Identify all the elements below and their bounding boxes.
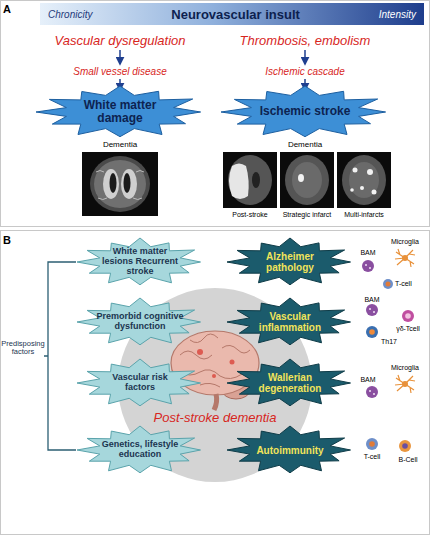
star-shape	[77, 298, 201, 345]
star-shape	[77, 359, 201, 406]
annotation-label: Ischemic cascade	[225, 66, 385, 77]
star-text: Vascular risk factors	[96, 373, 183, 393]
star-content: White matter damage	[62, 85, 178, 139]
annotation-label: A	[3, 3, 17, 15]
outcome-star: Ischemic stroke	[220, 85, 390, 139]
mri-scan	[82, 152, 158, 216]
panel-frame	[1, 231, 430, 535]
star-shape	[36, 86, 201, 137]
star-shape	[77, 426, 201, 473]
band-text: Chronicity	[48, 9, 92, 20]
star-content: Premorbid cognitive dysfunction	[96, 297, 183, 347]
insult-band: Chronicity Neurovascular insult Intensity	[40, 3, 424, 25]
microglia-icon	[395, 249, 415, 267]
mechanism-star: Alzheimer pathology	[226, 237, 354, 287]
th17-icon	[366, 326, 378, 338]
star-content: Wallerian degeneration	[246, 358, 333, 408]
star-content: Genetics, lifestyle education	[96, 425, 183, 475]
star-text: Autoimmunity	[256, 445, 323, 456]
mri-scan	[280, 152, 334, 208]
predisposing-factor: Genetics, lifestyle education	[76, 425, 204, 475]
annotation-label: Small vessel disease	[40, 66, 200, 77]
predisposing-factor: Vascular risk factors	[76, 358, 204, 408]
annotation-label: B	[3, 234, 17, 246]
b-cell-icon	[399, 440, 411, 452]
star-shape	[227, 359, 351, 406]
star-text: White matter lesions Recurrent stroke	[96, 247, 183, 277]
bam-icon	[362, 260, 374, 272]
annotation-label: γδ-Tcell	[386, 325, 430, 333]
annotation-label: BAM	[358, 296, 386, 304]
annotation-label: BAM	[354, 249, 382, 257]
outcome-star: White matter damage	[35, 85, 205, 139]
cell-icons	[362, 249, 415, 452]
annotation-label: Dementia	[80, 141, 160, 150]
predisposing-factor: Premorbid cognitive dysfunction	[76, 297, 204, 347]
star-shape	[77, 238, 201, 285]
annotation-label: BAM	[354, 376, 382, 384]
star-shape	[227, 426, 351, 473]
gd-t-cell-icon	[402, 310, 414, 322]
circle-content: Post-stroke dementia	[118, 410, 312, 425]
star-text: Alzheimer pathology	[246, 251, 333, 273]
star-content: Vascular inflammation	[246, 297, 333, 347]
annotation-label: Th17	[381, 338, 409, 346]
mechanism-star: Wallerian degeneration	[226, 358, 354, 408]
annotation-label: Multi-infarcts	[334, 211, 394, 219]
annotation-label: Dementia	[265, 141, 345, 150]
star-shape	[221, 86, 386, 137]
panel-frame	[1, 1, 430, 227]
annotation-label: T-cell	[356, 453, 388, 461]
t-cell-icon	[366, 438, 378, 450]
bam-icon	[366, 304, 378, 316]
bam-icon	[366, 386, 378, 398]
t-cell-icon	[383, 279, 393, 289]
star-text: Premorbid cognitive dysfunction	[96, 312, 183, 332]
star-shape	[227, 238, 351, 285]
star-shape	[227, 298, 351, 345]
mechanism-star: Vascular inflammation	[226, 297, 354, 347]
annotation-label: Microglia	[381, 364, 429, 372]
star-content: Autoimmunity	[246, 425, 333, 475]
annotation-label: B-Cell	[390, 456, 426, 464]
mri-scan	[337, 152, 391, 208]
bracket	[44, 262, 76, 450]
star-content: Vascular risk factors	[96, 358, 183, 408]
mri-scan	[223, 152, 277, 208]
annotation-label: Strategic infarct	[277, 211, 337, 219]
microglia-icon	[395, 375, 415, 393]
annotation-label: Post-stroke	[220, 211, 280, 219]
predisposing-factor: White matter lesions Recurrent stroke	[76, 237, 204, 287]
star-content: Ischemic stroke	[247, 85, 363, 139]
star-text: Genetics, lifestyle education	[96, 440, 183, 460]
star-text: Ischemic stroke	[260, 105, 351, 118]
annotation-label: Predisposing factors	[0, 340, 46, 357]
annotation-label: Vascular dysregulation	[30, 34, 210, 48]
annotation-label: Microglia	[381, 238, 429, 246]
star-content: White matter lesions Recurrent stroke	[96, 237, 183, 287]
star-content: Alzheimer pathology	[246, 237, 333, 287]
annotation-label: Thrombosis, embolism	[215, 34, 395, 48]
band-text: Intensity	[379, 9, 416, 20]
mechanism-star: Autoimmunity	[226, 425, 354, 475]
star-text: Wallerian degeneration	[246, 372, 333, 394]
star-text: White matter damage	[62, 99, 178, 125]
center-title: Post-stroke dementia	[118, 410, 312, 425]
band-content: Chronicity Neurovascular insult Intensity	[40, 3, 424, 25]
annotation-label: T-cell	[395, 280, 427, 288]
star-text: Vascular inflammation	[246, 311, 333, 333]
band-text: Neurovascular insult	[171, 7, 300, 22]
